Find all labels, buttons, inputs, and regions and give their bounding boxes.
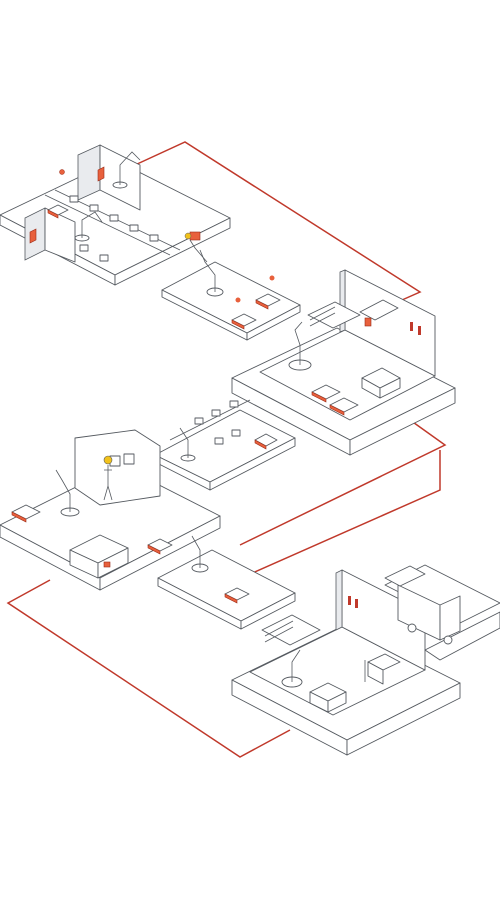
storage-room-platform: [231, 269, 456, 456]
agv-icon: [224, 587, 250, 604]
agv-icon: [231, 313, 257, 330]
pallet-boxes: [69, 534, 129, 579]
warning-beacon-icon: [184, 232, 192, 240]
agv-icon: [329, 397, 359, 416]
robot-arm-icon: [189, 239, 224, 297]
shelving-icon: [261, 614, 321, 646]
truck-icon: [384, 565, 461, 645]
connector-level2-to-level3: [239, 419, 447, 546]
assembly-line-platform: [0, 144, 231, 286]
robot-arm-icon: [179, 427, 196, 462]
connector-level3-to-level4: [247, 450, 441, 576]
agv-icon: [11, 504, 41, 523]
fire-extinguisher-icon: [410, 322, 421, 335]
fire-extinguisher-icon: [348, 596, 358, 608]
agv-icon: [255, 293, 281, 310]
warning-beacon-icon: [235, 275, 275, 303]
agv-icon: [254, 433, 278, 450]
pallet-boxes: [361, 367, 401, 399]
palletizing-platform: [0, 429, 221, 591]
robot-arm-icon: [74, 211, 103, 242]
robot-arm-icon: [288, 321, 312, 371]
robot-cell-platform: [161, 239, 301, 341]
warning-beacon-icon: [59, 169, 65, 175]
agv-walkway-platform: [157, 535, 296, 630]
shelving-icon: [359, 299, 399, 327]
robot-arm-icon: [55, 469, 80, 517]
conveyor-boxes: [194, 400, 241, 445]
agv-icon: [47, 204, 69, 219]
robot-arm-icon: [281, 649, 303, 688]
forklift-icon: [364, 653, 401, 685]
warehouse-dock-platform: [231, 569, 461, 756]
loading-bay-platform: [384, 564, 500, 661]
connector-level4-to-level5: [6, 579, 291, 758]
conveyor-boxes: [69, 195, 159, 262]
packaging-line-platform: [154, 399, 296, 491]
robot-arm-icon: [191, 535, 209, 573]
orange-panel: [189, 231, 201, 241]
operator-icon: [103, 455, 113, 501]
agv-icon: [147, 538, 173, 555]
pallet-boxes: [309, 682, 347, 713]
connector-level1-to-level2: [134, 141, 422, 301]
shelving-icon: [307, 301, 361, 329]
robot-arm-icon: [112, 151, 141, 189]
agv-icon: [311, 384, 341, 403]
